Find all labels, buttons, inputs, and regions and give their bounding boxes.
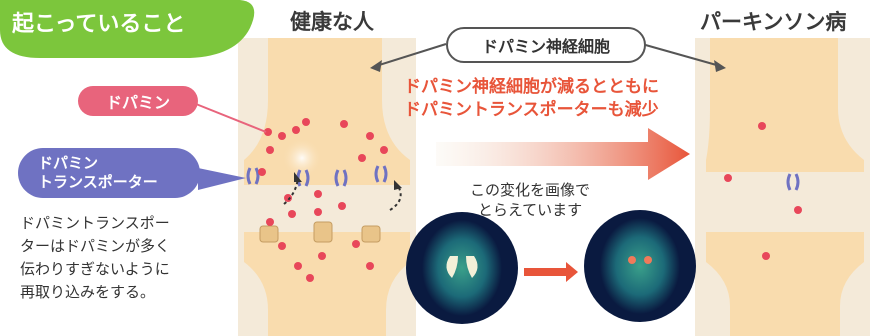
transporter — [246, 167, 252, 185]
dopamine-dots-parkinson — [724, 122, 802, 260]
transporter — [794, 173, 800, 191]
dopamine-dots-healthy — [258, 118, 388, 282]
dopamine-pointer — [195, 103, 267, 133]
transporter — [304, 169, 310, 187]
parkinson-title: パーキンソン病 — [700, 10, 847, 34]
reuptake-arrow — [283, 177, 299, 205]
neuron-pointer-right-head — [714, 60, 726, 72]
neuron-label: ドパミン神経細胞 — [446, 27, 646, 63]
reuptake-glow — [282, 138, 322, 178]
scan-arrow — [524, 262, 578, 282]
reuptake-arrow-head — [294, 172, 302, 182]
transporter — [254, 167, 260, 185]
neuron-pointer-left — [375, 43, 447, 67]
dopamine-dot — [294, 262, 302, 270]
dopamine-dot — [314, 190, 322, 198]
dopamine-dot — [762, 252, 770, 260]
transporter — [382, 165, 388, 183]
change-arrow — [436, 128, 690, 180]
dopamine-dot — [292, 126, 300, 134]
dopamine-dot — [358, 154, 366, 162]
dopamine-dot — [338, 202, 346, 210]
dopamine-label: ドパミン — [78, 86, 198, 116]
postsynaptic-terminal-parkinson — [706, 232, 864, 336]
transporter-label: ドパミン トランスポーター — [18, 148, 200, 198]
dopamine-dot — [340, 120, 348, 128]
dopamine-dot — [266, 146, 274, 154]
dopamine-dot — [278, 132, 286, 140]
transporter — [786, 173, 792, 191]
dopamine-dot — [258, 168, 266, 176]
striatum-right-healthy — [466, 256, 478, 278]
change-note: ドパミン神経細胞が減るとともに ドパミントランスポーターも減少 — [404, 77, 659, 120]
receptor — [259, 225, 279, 243]
neuron-pointer-left-head — [370, 60, 382, 72]
dopamine-dot — [366, 132, 374, 140]
dopamine-dot — [306, 274, 314, 282]
transporter — [334, 169, 340, 187]
transporter-pointer — [198, 168, 246, 190]
transporter — [342, 169, 348, 187]
dopamine-dot — [302, 118, 310, 126]
transporter-group-healthy — [246, 165, 388, 187]
dopamine-dot — [366, 262, 374, 270]
presynaptic-terminal-parkinson — [706, 38, 864, 172]
dopamine-dot — [352, 240, 360, 248]
dopamine-dot — [380, 146, 388, 154]
dopamine-dot — [284, 194, 292, 202]
healthy-title: 健康な人 — [290, 10, 374, 34]
dopamine-dot — [318, 252, 326, 260]
striatum-left-healthy — [446, 256, 458, 278]
postsynaptic-terminal-healthy — [244, 232, 410, 336]
receptor — [313, 221, 333, 243]
receptor — [361, 225, 381, 243]
dopamine-dot — [794, 206, 802, 214]
transporter — [374, 165, 380, 183]
reuptake-arrow-head — [394, 180, 402, 190]
dopamine-dot — [288, 210, 296, 218]
striatum-left-parkinson — [628, 256, 636, 264]
brain-scan-parkinson-tissue — [600, 218, 680, 314]
neuron-pointer-right — [641, 43, 721, 67]
dopamine-dot — [278, 242, 286, 250]
dopamine-dot — [724, 174, 732, 182]
brain-scan-healthy-tissue — [422, 220, 502, 316]
transporter-description: ドパミントランスポー ターはドパミンが多く 伝わりすぎないように 再取り込みをす… — [20, 214, 171, 301]
imaging-caption: この変化を画像で とらえています — [470, 181, 591, 219]
dopamine-dot — [758, 122, 766, 130]
dopamine-dot — [264, 128, 272, 136]
badge-title: 起こっていること — [12, 12, 186, 37]
badge-shape — [0, 0, 255, 58]
transporter-group-parkinson — [786, 173, 800, 191]
dopamine-dot — [266, 218, 274, 226]
dopamine-dot — [314, 208, 322, 216]
striatum-right-parkinson — [644, 256, 652, 264]
